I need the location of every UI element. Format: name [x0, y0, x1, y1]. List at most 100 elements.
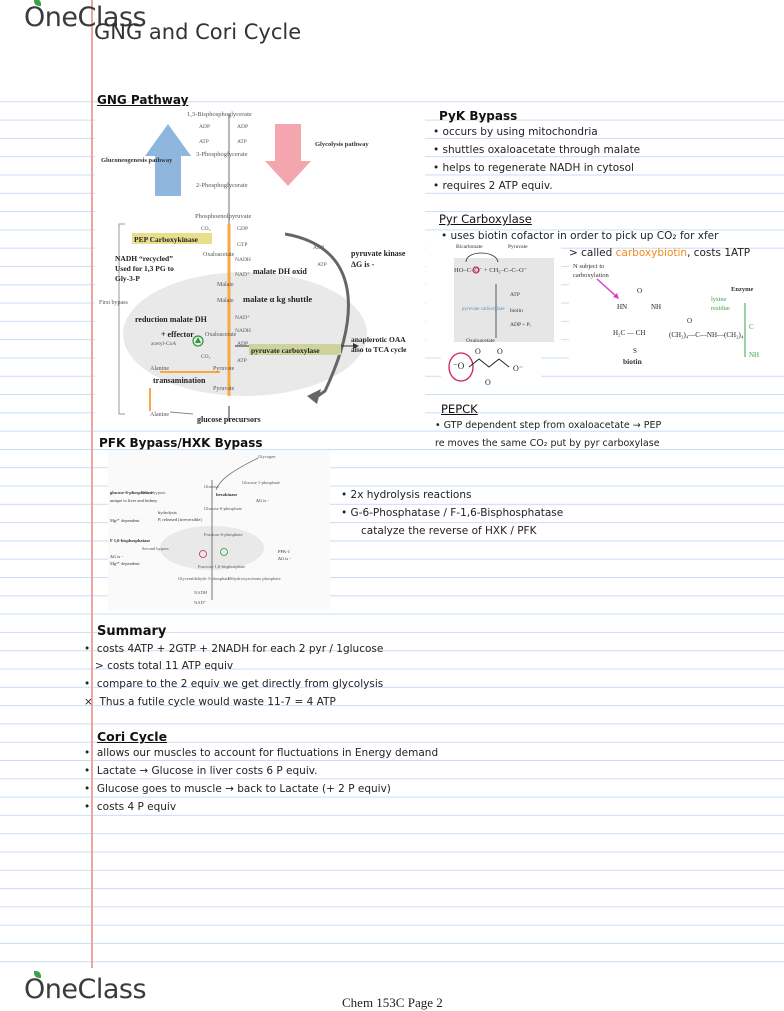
svg-text:Alanine: Alanine [150, 366, 169, 372]
svg-text:unique to liver and kidney: unique to liver and kidney [110, 498, 158, 503]
svg-text:3-Phosphoglycerate: 3-Phosphoglycerate [196, 151, 248, 158]
page-title: GNG and Cori Cycle [94, 20, 302, 44]
svg-text:NADH: NADH [235, 257, 251, 263]
svg-text:Glycogen: Glycogen [258, 454, 276, 459]
leaf-icon [34, 971, 41, 978]
svg-text:ATP: ATP [510, 292, 520, 298]
cori-heading: Cori Cycle [97, 729, 168, 744]
svg-text:CO₂: CO₂ [201, 226, 211, 232]
pyk-heading: PyK Bypass [439, 109, 518, 123]
svg-text:Used for 1,3 PG to: Used for 1,3 PG to [115, 264, 174, 273]
svg-text:NADH: NADH [194, 590, 208, 595]
svg-text:PFK-1: PFK-1 [278, 549, 290, 554]
svg-text:ADP: ADP [237, 341, 248, 347]
page-footer: Chem 153C Page 2 [342, 995, 443, 1010]
svg-text:biotin: biotin [623, 357, 643, 366]
svg-text:ATP: ATP [317, 262, 327, 268]
svg-text:O: O [687, 317, 692, 325]
gng-fig-bpg: 1,3-Bisphosphoglycerate [187, 111, 252, 118]
svg-text:Mg²⁺ dependent: Mg²⁺ dependent [110, 561, 140, 566]
pfk-note: catalyze the reverse of HXK / PFK [361, 525, 537, 537]
pfk-bullet-1: • 2x hydrolysis reactions [341, 489, 472, 501]
svg-text:S: S [633, 347, 637, 355]
svg-text:NADH: NADH [235, 328, 251, 334]
svg-text:ATP: ATP [237, 358, 247, 364]
svg-text:acetyl-CoA: acetyl-CoA [151, 341, 176, 347]
pfk-heading: PFK Bypass/HXK Bypass [99, 436, 263, 450]
svg-text:GTP: GTP [237, 242, 247, 248]
svg-text:Glucose 1-phosphate: Glucose 1-phosphate [242, 480, 280, 485]
svg-text:CO₂: CO₂ [201, 354, 211, 360]
svg-text:Gly-3-P: Gly-3-P [115, 274, 140, 283]
svg-text:ADP: ADP [199, 124, 210, 130]
pyr-heading: Pyr Carboxylase [439, 212, 532, 226]
svg-text:O: O [475, 347, 481, 356]
svg-text:NAD⁺: NAD⁺ [235, 271, 250, 278]
pyk-bullet-1: • occurs by using mitochondria [433, 126, 598, 138]
svg-text:Pᵢ released (irreversible): Pᵢ released (irreversible) [158, 517, 202, 522]
pepck-line-1: • GTP dependent step from oxaloacetate →… [435, 420, 662, 431]
svg-text:Phosphoenolpyruvate: Phosphoenolpyruvate [195, 213, 251, 220]
svg-text:carboxylation: carboxylation [573, 272, 609, 279]
summary-line-3: • compare to the 2 equiv we get directly… [84, 678, 384, 690]
svg-text:Second bypass: Second bypass [142, 546, 169, 551]
oaa-sketch: ⁻O O O O O⁻ [441, 345, 541, 393]
gng-fig-glycolysis: Glycolysis pathway [315, 141, 369, 148]
margin-line [91, 0, 93, 968]
cori-line-1: • allows our muscles to account for fluc… [84, 747, 439, 759]
svg-text:glucose-6-phosphatase: glucose-6-phosphatase [110, 490, 153, 495]
svg-text:HN: HN [617, 303, 627, 311]
svg-text:Oxaloacetate: Oxaloacetate [203, 252, 235, 258]
svg-text:Glucose: Glucose [204, 484, 219, 489]
svg-text:NH: NH [651, 303, 661, 311]
svg-text:2-Phosphoglycerate: 2-Phosphoglycerate [196, 182, 248, 189]
svg-text:O: O [637, 287, 642, 295]
pyr-carboxylase-figure: Bicarbonate Pyruvate HO–C–O⁻ + CH₃–C–C–O… [426, 240, 561, 344]
svg-text:pyruvate carboxylase: pyruvate carboxylase [462, 307, 505, 312]
svg-text:transamination: transamination [153, 376, 206, 385]
summary-line-1: • costs 4ATP + 2GTP + 2NADH for each 2 p… [84, 643, 384, 655]
svg-text:Fructose 6-phosphate: Fructose 6-phosphate [204, 532, 243, 537]
pyk-bullet-4: • requires 2 ATP equiv. [433, 180, 553, 192]
svg-text:lysine: lysine [711, 296, 727, 303]
svg-text:NAD⁺: NAD⁺ [235, 314, 250, 321]
svg-text:Alanine: Alanine [150, 412, 169, 418]
svg-text:NAD⁺: NAD⁺ [194, 600, 207, 605]
gng-heading: GNG Pathway [97, 93, 189, 107]
cori-line-3: • Glucose goes to muscle → back to Lacta… [84, 783, 391, 795]
svg-text:Dihydroxyacetone phosphate: Dihydroxyacetone phosphate [228, 576, 281, 581]
svg-text:pyruvate carboxylase: pyruvate carboxylase [251, 346, 320, 355]
leaf-icon [34, 0, 41, 6]
summary-line-2: > costs total 11 ATP equiv [95, 660, 234, 672]
svg-text:First bypass: First bypass [99, 300, 129, 306]
summary-line-4: × Thus a futile cycle would waste 11-7 =… [84, 696, 336, 708]
svg-text:ΔG is -: ΔG is - [110, 554, 123, 559]
svg-text:C: C [749, 323, 754, 331]
summary-heading: Summary [97, 624, 167, 639]
svg-text:O: O [497, 347, 503, 356]
svg-text:reduction malate DH: reduction malate DH [135, 315, 208, 324]
svg-text:anaplerotic OAA: anaplerotic OAA [351, 335, 406, 344]
svg-text:N subject to: N subject to [573, 263, 604, 270]
svg-text:O⁻: O⁻ [513, 364, 523, 373]
svg-text:Fructose 1,6-bisphosphate: Fructose 1,6-bisphosphate [198, 564, 245, 570]
pfk-bypass-figure: Glycogen Glucose Glucose 1-phosphate hex… [108, 450, 330, 610]
pfk-bullet-2: • G-6-Phosphatase / F-1,6-Bisphosphatase [341, 507, 564, 519]
pepck-heading: PEPCK [441, 402, 478, 416]
svg-text:ADP: ADP [313, 245, 324, 251]
svg-text:NH: NH [749, 351, 759, 359]
svg-text:malate DH oxid: malate DH oxid [253, 267, 307, 276]
svg-text:ΔG is -: ΔG is - [256, 498, 269, 503]
cori-line-2: • Lactate → Glucose in liver costs 6 P e… [84, 765, 318, 777]
svg-text:biotin: biotin [510, 308, 523, 314]
svg-text:Glyceraldehyde 3-phosphate: Glyceraldehyde 3-phosphate [178, 576, 230, 581]
brand-logo-bottom: OneClass [24, 971, 147, 1005]
svg-text:hexokinase: hexokinase [216, 492, 237, 497]
cori-line-4: • costs 4 P equiv [84, 801, 177, 813]
pyr-bullet: • uses biotin cofactor in order to pick … [441, 230, 719, 242]
svg-text:Glucose 6-phosphate: Glucose 6-phosphate [204, 506, 242, 511]
svg-text:also to TCA cycle: also to TCA cycle [351, 345, 407, 354]
svg-text:HO–C–O⁻ + CH₃–C–C–O⁻: HO–C–O⁻ + CH₃–C–C–O⁻ [454, 267, 528, 274]
svg-text:GDP: GDP [237, 226, 248, 232]
svg-text:H₂C — CH: H₂C — CH [613, 329, 645, 337]
